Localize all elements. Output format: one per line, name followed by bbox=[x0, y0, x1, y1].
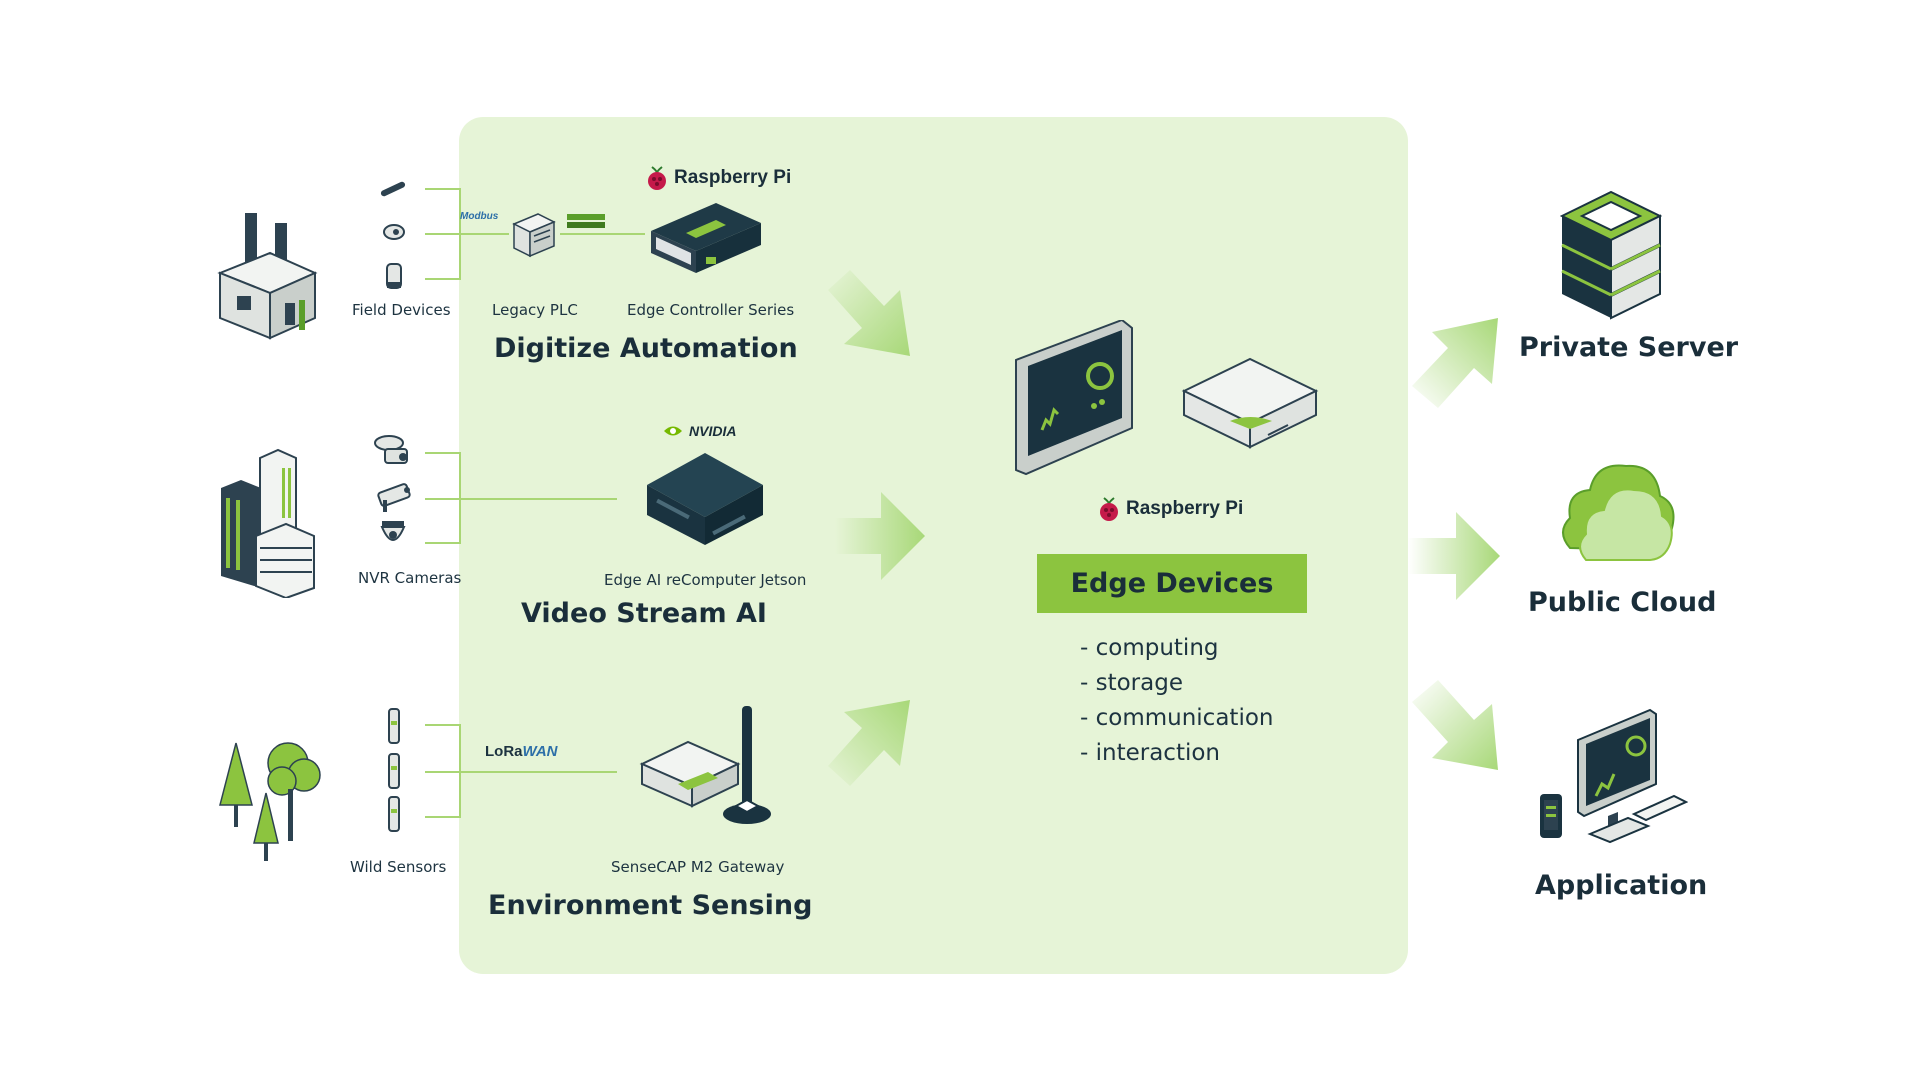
field-sensor-icon bbox=[378, 180, 408, 198]
raspberry-icon bbox=[646, 165, 668, 191]
device-label: Edge AI reComputer Jetson bbox=[604, 571, 807, 589]
connector-line bbox=[560, 233, 645, 235]
device-label: SenseCAP M2 Gateway bbox=[611, 858, 785, 876]
brand-logo: NVIDIA bbox=[663, 423, 736, 439]
source-label: Field Devices bbox=[352, 301, 451, 319]
source-label: Wild Sensors bbox=[350, 858, 447, 876]
modbus-logo: Modbus bbox=[460, 211, 499, 222]
device-label: Legacy PLC bbox=[492, 301, 578, 319]
edge-controller-icon bbox=[646, 195, 766, 277]
destination-label: Application bbox=[1535, 870, 1708, 901]
plc-icon bbox=[508, 210, 560, 260]
flow-arrow-icon bbox=[835, 492, 925, 580]
feature-item: - communication bbox=[1080, 705, 1274, 731]
feature-item: - storage bbox=[1080, 670, 1183, 696]
connector-line bbox=[459, 498, 617, 500]
section-title: Digitize Automation bbox=[494, 333, 798, 364]
feature-item: - interaction bbox=[1080, 740, 1220, 766]
section-title: Environment Sensing bbox=[488, 890, 813, 921]
source-label: NVR Cameras bbox=[358, 569, 462, 587]
buildings-icon bbox=[216, 448, 318, 598]
io-module-icon bbox=[565, 211, 607, 231]
device-label: Edge Controller Series bbox=[627, 301, 795, 319]
section-title: Video Stream AI bbox=[521, 598, 767, 629]
connector-line bbox=[425, 498, 459, 500]
nvidia-eye-icon bbox=[663, 424, 683, 438]
flow-arrow-icon bbox=[828, 700, 910, 786]
gateway-icon bbox=[638, 702, 778, 834]
server-icon bbox=[1560, 190, 1662, 320]
sensor-probe-icon bbox=[386, 795, 402, 833]
jetson-device-icon bbox=[645, 449, 765, 547]
raspberry-icon bbox=[1098, 496, 1120, 522]
field-sensor-icon bbox=[384, 262, 404, 290]
brand-logo: Raspberry Pi bbox=[1098, 496, 1243, 522]
brand-logo: Raspberry Pi bbox=[646, 165, 791, 191]
connector-line bbox=[425, 771, 459, 773]
dome-camera-icon bbox=[379, 519, 407, 549]
flow-arrow-icon bbox=[828, 270, 910, 356]
connector-line bbox=[459, 233, 509, 235]
feature-item: - computing bbox=[1080, 635, 1219, 661]
computer-icon bbox=[1538, 706, 1688, 846]
connector-line bbox=[425, 724, 459, 726]
factory-icon bbox=[215, 208, 320, 343]
feature-list: - computing - storage - communication - … bbox=[1080, 631, 1273, 771]
connector-line bbox=[425, 542, 459, 544]
edge-devices-badge: Edge Devices bbox=[1037, 554, 1307, 613]
flow-arrow-icon bbox=[1408, 512, 1500, 600]
field-sensor-icon bbox=[382, 222, 406, 242]
camera-icon bbox=[373, 433, 413, 471]
connector-line bbox=[425, 816, 459, 818]
trees-icon bbox=[218, 733, 323, 863]
sensor-probe-icon bbox=[386, 707, 402, 745]
connector-line bbox=[425, 188, 459, 190]
flow-arrow-icon bbox=[1412, 680, 1498, 770]
destination-label: Private Server bbox=[1519, 332, 1739, 363]
lorawan-logo: LoRaWAN bbox=[485, 743, 558, 760]
flow-arrow-icon bbox=[1412, 318, 1498, 408]
cloud-icon bbox=[1556, 452, 1678, 570]
edge-tablet-icon bbox=[1012, 320, 1134, 476]
edge-box-icon bbox=[1180, 343, 1320, 451]
connector-line bbox=[425, 233, 459, 235]
destination-label: Public Cloud bbox=[1528, 587, 1717, 618]
connector-line bbox=[425, 452, 459, 454]
connector-line bbox=[459, 771, 617, 773]
sensor-probe-icon bbox=[386, 752, 402, 790]
camera-icon bbox=[375, 480, 415, 514]
connector-line bbox=[425, 278, 459, 280]
edge-solutions-panel bbox=[459, 117, 1408, 974]
